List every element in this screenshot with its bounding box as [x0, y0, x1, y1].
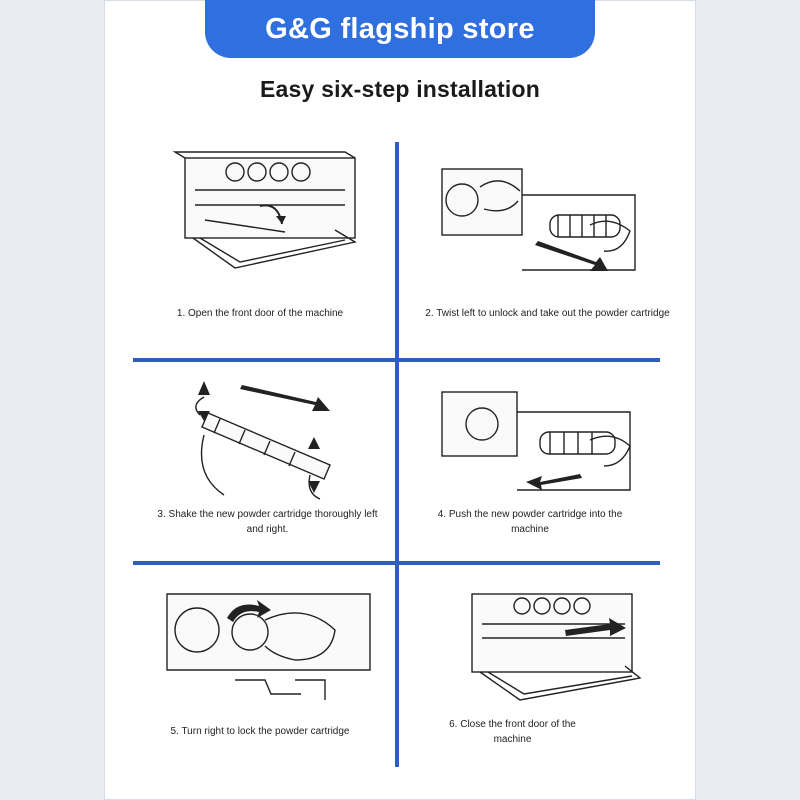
store-banner: G&G flagship store — [205, 0, 595, 58]
close-arrow-icon — [565, 618, 626, 636]
remove-cartridge-illustration — [441, 168, 636, 271]
up-down-arrow-icon — [198, 381, 210, 421]
step-3 — [190, 375, 350, 500]
printer-open-door-illustration — [172, 151, 357, 269]
step-3-caption: 3. Shake the new powder cartridge thorou… — [157, 509, 378, 535]
insert-cartridge-illustration — [441, 391, 631, 491]
pull-arrow-icon — [535, 241, 608, 271]
grid-divider-horizontal-1 — [133, 358, 660, 362]
step-2 — [440, 165, 640, 285]
up-down-arrow-icon-2 — [308, 437, 320, 493]
left-right-arrow-icon — [240, 385, 330, 411]
store-name: G&G flagship store — [265, 12, 535, 45]
printer-close-door-illustration — [471, 593, 642, 701]
page-title: Easy six-step installation — [259, 76, 541, 102]
step-6 — [460, 590, 660, 705]
step-5-caption: 5. Turn right to lock the powder cartrid… — [170, 726, 350, 737]
step-4-caption: 4. Push the new powder cartridge into th… — [437, 509, 623, 535]
arrow-icon — [276, 216, 286, 224]
step-1 — [165, 150, 375, 290]
step-1-caption: 1. Open the front door of the machine — [176, 308, 344, 319]
shake-cartridge-illustration — [195, 381, 331, 500]
lock-cartridge-illustration — [166, 593, 371, 700]
step-4 — [440, 390, 635, 495]
step-2-caption: 2. Twist left to unlock and take out the… — [425, 308, 670, 319]
push-arrow-icon — [526, 474, 582, 490]
rotate-right-arrow-icon — [227, 600, 271, 622]
grid-divider-vertical — [395, 142, 399, 767]
step-5 — [165, 590, 375, 705]
step-6-caption: 6. Close the front door of the machine — [449, 719, 576, 745]
grid-divider-horizontal-2 — [133, 561, 660, 565]
